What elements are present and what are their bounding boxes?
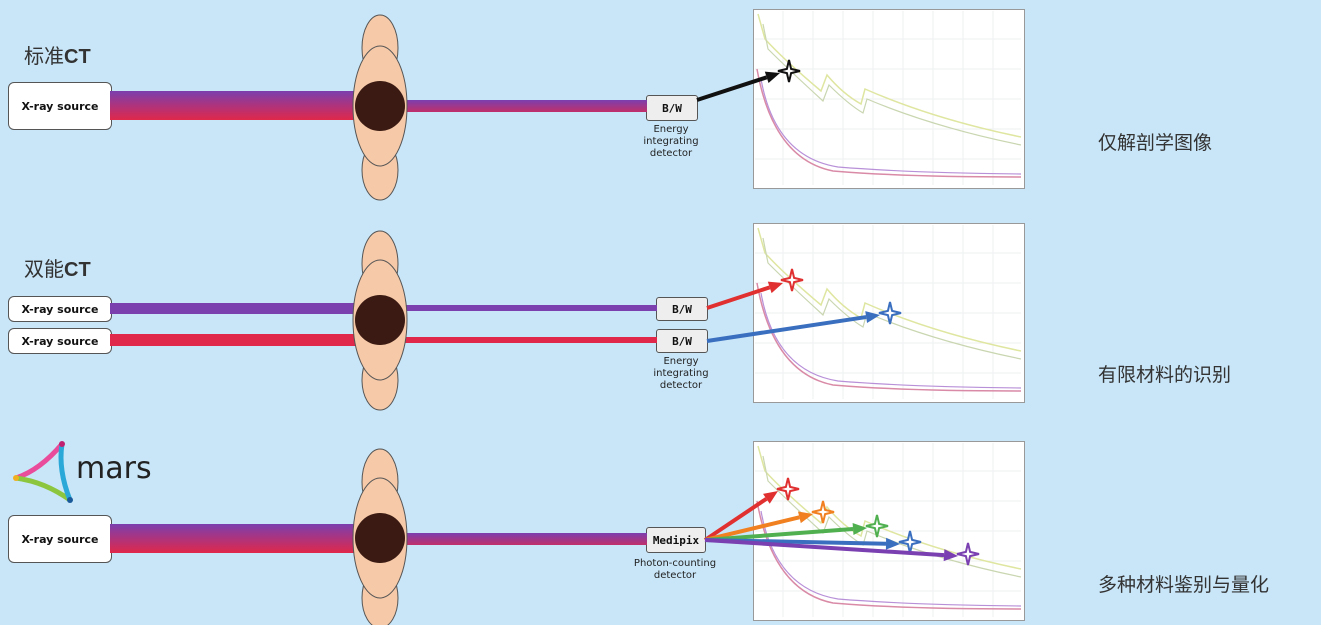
row2-xray-source-1: X-ray source: [8, 296, 112, 322]
row2-result: 有限材料的识别: [1098, 360, 1231, 387]
row2-title: 双能CT: [24, 253, 91, 282]
row2-xray-source-2: X-ray source: [8, 328, 112, 354]
mars-logo-text: mars: [76, 451, 152, 486]
row3-detector: Medipix: [646, 527, 706, 553]
row1-attenuation-chart: [753, 9, 1025, 189]
row3-xray-source: X-ray source: [8, 515, 112, 563]
row3-attenuation-chart: [753, 441, 1025, 621]
row1-xray-source: X-ray source: [8, 82, 112, 130]
row2-attenuation-chart: [753, 223, 1025, 403]
row2-detector-2: B/W: [656, 329, 708, 353]
row3-detector-caption: Photon-counting detector: [620, 558, 730, 582]
row1-detector-caption: Energy integrating detector: [616, 124, 726, 160]
row1-title: 标准CT: [24, 40, 91, 69]
row2-detector-1: B/W: [656, 297, 708, 321]
row2-detector-caption: Energy integrating detector: [626, 356, 736, 392]
row1-result: 仅解剖学图像: [1098, 128, 1212, 155]
row1-detector: B/W: [646, 95, 698, 121]
row3-result: 多种材料鉴别与量化: [1098, 570, 1269, 597]
